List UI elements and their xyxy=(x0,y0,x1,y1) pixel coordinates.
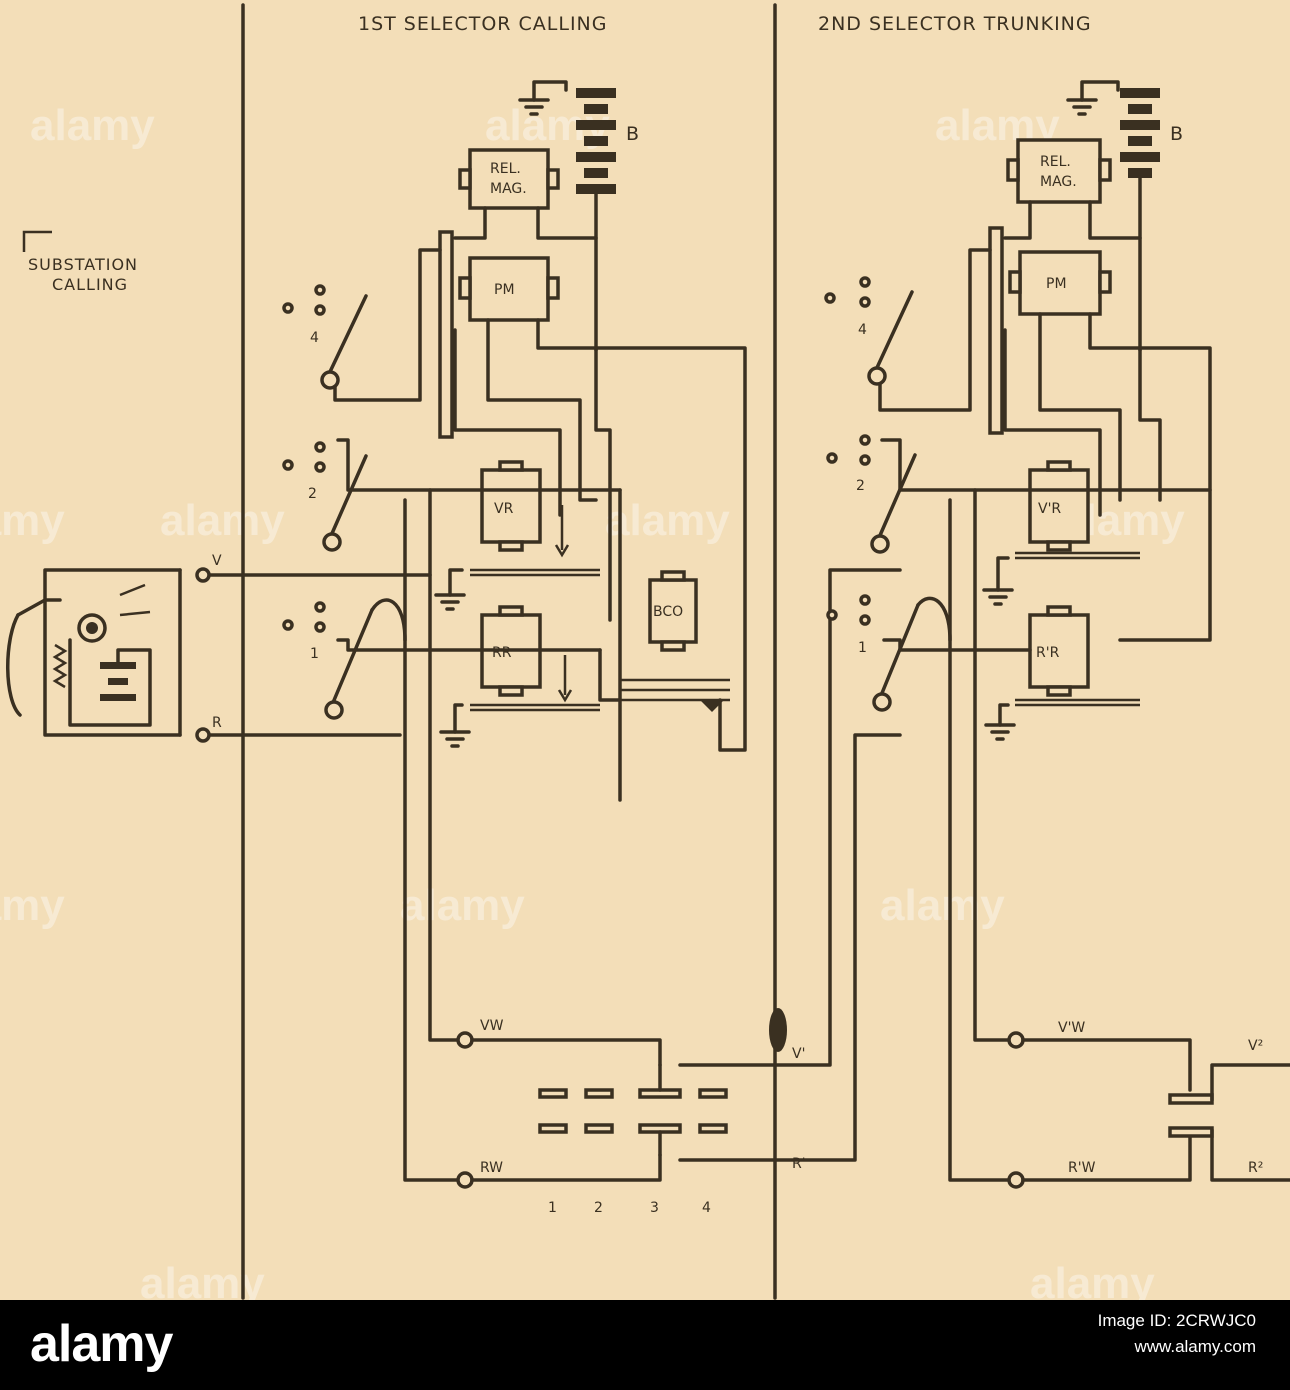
level-switch-4-second: 4 xyxy=(824,276,914,386)
circuit-diagram: alamy alamy alamy alamy alamy alamy alam… xyxy=(0,3,1290,1300)
watermark-text: alamy xyxy=(160,496,285,545)
watermark-text: alamy xyxy=(0,881,65,930)
first-selector-circuit: B REL. MAG. PM VR xyxy=(208,80,902,1216)
pm-magnet-1 xyxy=(468,256,550,322)
label-v2: V² xyxy=(1248,1038,1263,1054)
level-switch-1: 1 xyxy=(282,601,374,720)
substation-circuit xyxy=(43,568,182,737)
footer-bar: alamy Image ID: 2CRWJC0 www.alamy.com xyxy=(0,1300,1290,1390)
label-r: R xyxy=(212,715,222,731)
svg-text:2: 2 xyxy=(856,478,865,494)
substation-telephone-set xyxy=(6,568,182,737)
terminal-r xyxy=(195,727,211,743)
label-rel-2: REL. xyxy=(1040,154,1071,170)
watermark-text: alamy xyxy=(30,101,155,150)
svg-text:4: 4 xyxy=(310,330,319,346)
alamy-logo: alamy xyxy=(30,1315,173,1373)
terminal-vw xyxy=(456,1031,474,1049)
watermark-tiles: alamy alamy alamy alamy alamy alamy alam… xyxy=(0,101,1185,1300)
label-vw: VW xyxy=(480,1018,504,1034)
label-bco-1: BCO xyxy=(653,604,683,620)
label-pm-1: PM xyxy=(494,282,515,298)
label-vr-2: V'R xyxy=(1038,501,1061,517)
watermark-text: alamy xyxy=(400,881,525,930)
terminal-v xyxy=(195,567,211,583)
svg-text:4: 4 xyxy=(702,1200,711,1216)
header-substation-line2: CALLING xyxy=(52,275,128,294)
label-rr-2: R'R xyxy=(1036,645,1060,661)
label-r1w: R'W xyxy=(1068,1160,1096,1176)
label-v1: V' xyxy=(792,1046,805,1062)
svg-text:1: 1 xyxy=(310,646,319,662)
level-switch-1-second: 1 xyxy=(826,594,920,712)
svg-text:2: 2 xyxy=(308,486,317,502)
label-rw: RW xyxy=(480,1160,503,1176)
bank-contact-v2 xyxy=(1168,1093,1214,1105)
label-mag-1: MAG. xyxy=(490,181,527,197)
label-rr-1: RR xyxy=(492,645,512,661)
watermark-text: alamy xyxy=(0,496,65,545)
image-id-text: Image ID: 2CRWJC0 xyxy=(1097,1311,1256,1330)
label-battery-2: B xyxy=(1170,123,1184,145)
label-r1: R' xyxy=(792,1156,806,1172)
second-selector-circuit: B REL. MAG. PM V'R R'R xyxy=(824,80,1290,1189)
svg-text:4: 4 xyxy=(858,322,867,338)
battery-b-1 xyxy=(576,88,616,352)
bank-contact-r2 xyxy=(1168,1126,1214,1138)
bank-contacts-1: 1 2 3 4 xyxy=(538,1063,728,1216)
battery-b-2 xyxy=(1120,88,1160,352)
release-magnet-1 xyxy=(468,148,550,210)
vr-relay-2 xyxy=(1028,468,1090,544)
svg-text:1: 1 xyxy=(858,640,867,656)
header-substation-line1: SUBSTATION xyxy=(28,255,138,274)
level-switch-2-second: 2 xyxy=(826,434,917,554)
label-rel-1: REL. xyxy=(490,161,521,177)
substation-bracket xyxy=(22,230,52,252)
label-v1w: V'W xyxy=(1058,1020,1085,1036)
header-first-selector: 1ST SELECTOR CALLING xyxy=(358,13,608,35)
footer-caption: Image ID: 2CRWJC0 www.alamy.com xyxy=(836,1308,1256,1360)
watermark-text: alamy xyxy=(605,496,730,545)
ratchet-rod-1 xyxy=(438,230,454,439)
hook-switch xyxy=(16,598,62,617)
label-r2: R² xyxy=(1248,1160,1263,1176)
diagram-area: alamy alamy alamy alamy alamy alamy alam… xyxy=(0,3,1290,1300)
level-switch-2: 2 xyxy=(282,441,368,552)
watermark-text: alamy xyxy=(140,1259,265,1300)
svg-text:2: 2 xyxy=(594,1200,603,1216)
terminal-v1w xyxy=(1007,1031,1025,1049)
local-battery-cell xyxy=(100,662,136,669)
label-pm-2: PM xyxy=(1046,276,1067,292)
watermark-text: alamy xyxy=(880,881,1005,930)
label-battery-1: B xyxy=(626,123,640,145)
watermark-text: alamy xyxy=(1030,1259,1155,1300)
source-url-text: www.alamy.com xyxy=(1134,1337,1256,1356)
release-magnet-2 xyxy=(1016,138,1102,204)
induction-coil-icon xyxy=(52,643,68,689)
level-switch-4: 4 xyxy=(282,284,368,390)
rr-relay-2 xyxy=(1028,613,1090,689)
header-second-selector: 2ND SELECTOR TRUNKING xyxy=(818,13,1092,35)
svg-text:3: 3 xyxy=(650,1200,659,1216)
trunk-splice xyxy=(769,1008,787,1052)
receiver-icon xyxy=(6,613,22,717)
label-v: V xyxy=(212,553,222,569)
ratchet-rod-2 xyxy=(988,226,1004,435)
label-vr-1: VR xyxy=(494,501,514,517)
vr-relay-1 xyxy=(480,468,542,544)
label-mag-2: MAG. xyxy=(1040,174,1077,190)
terminal-r1w xyxy=(1007,1171,1025,1189)
terminal-rw xyxy=(456,1171,474,1189)
svg-text:1: 1 xyxy=(548,1200,557,1216)
